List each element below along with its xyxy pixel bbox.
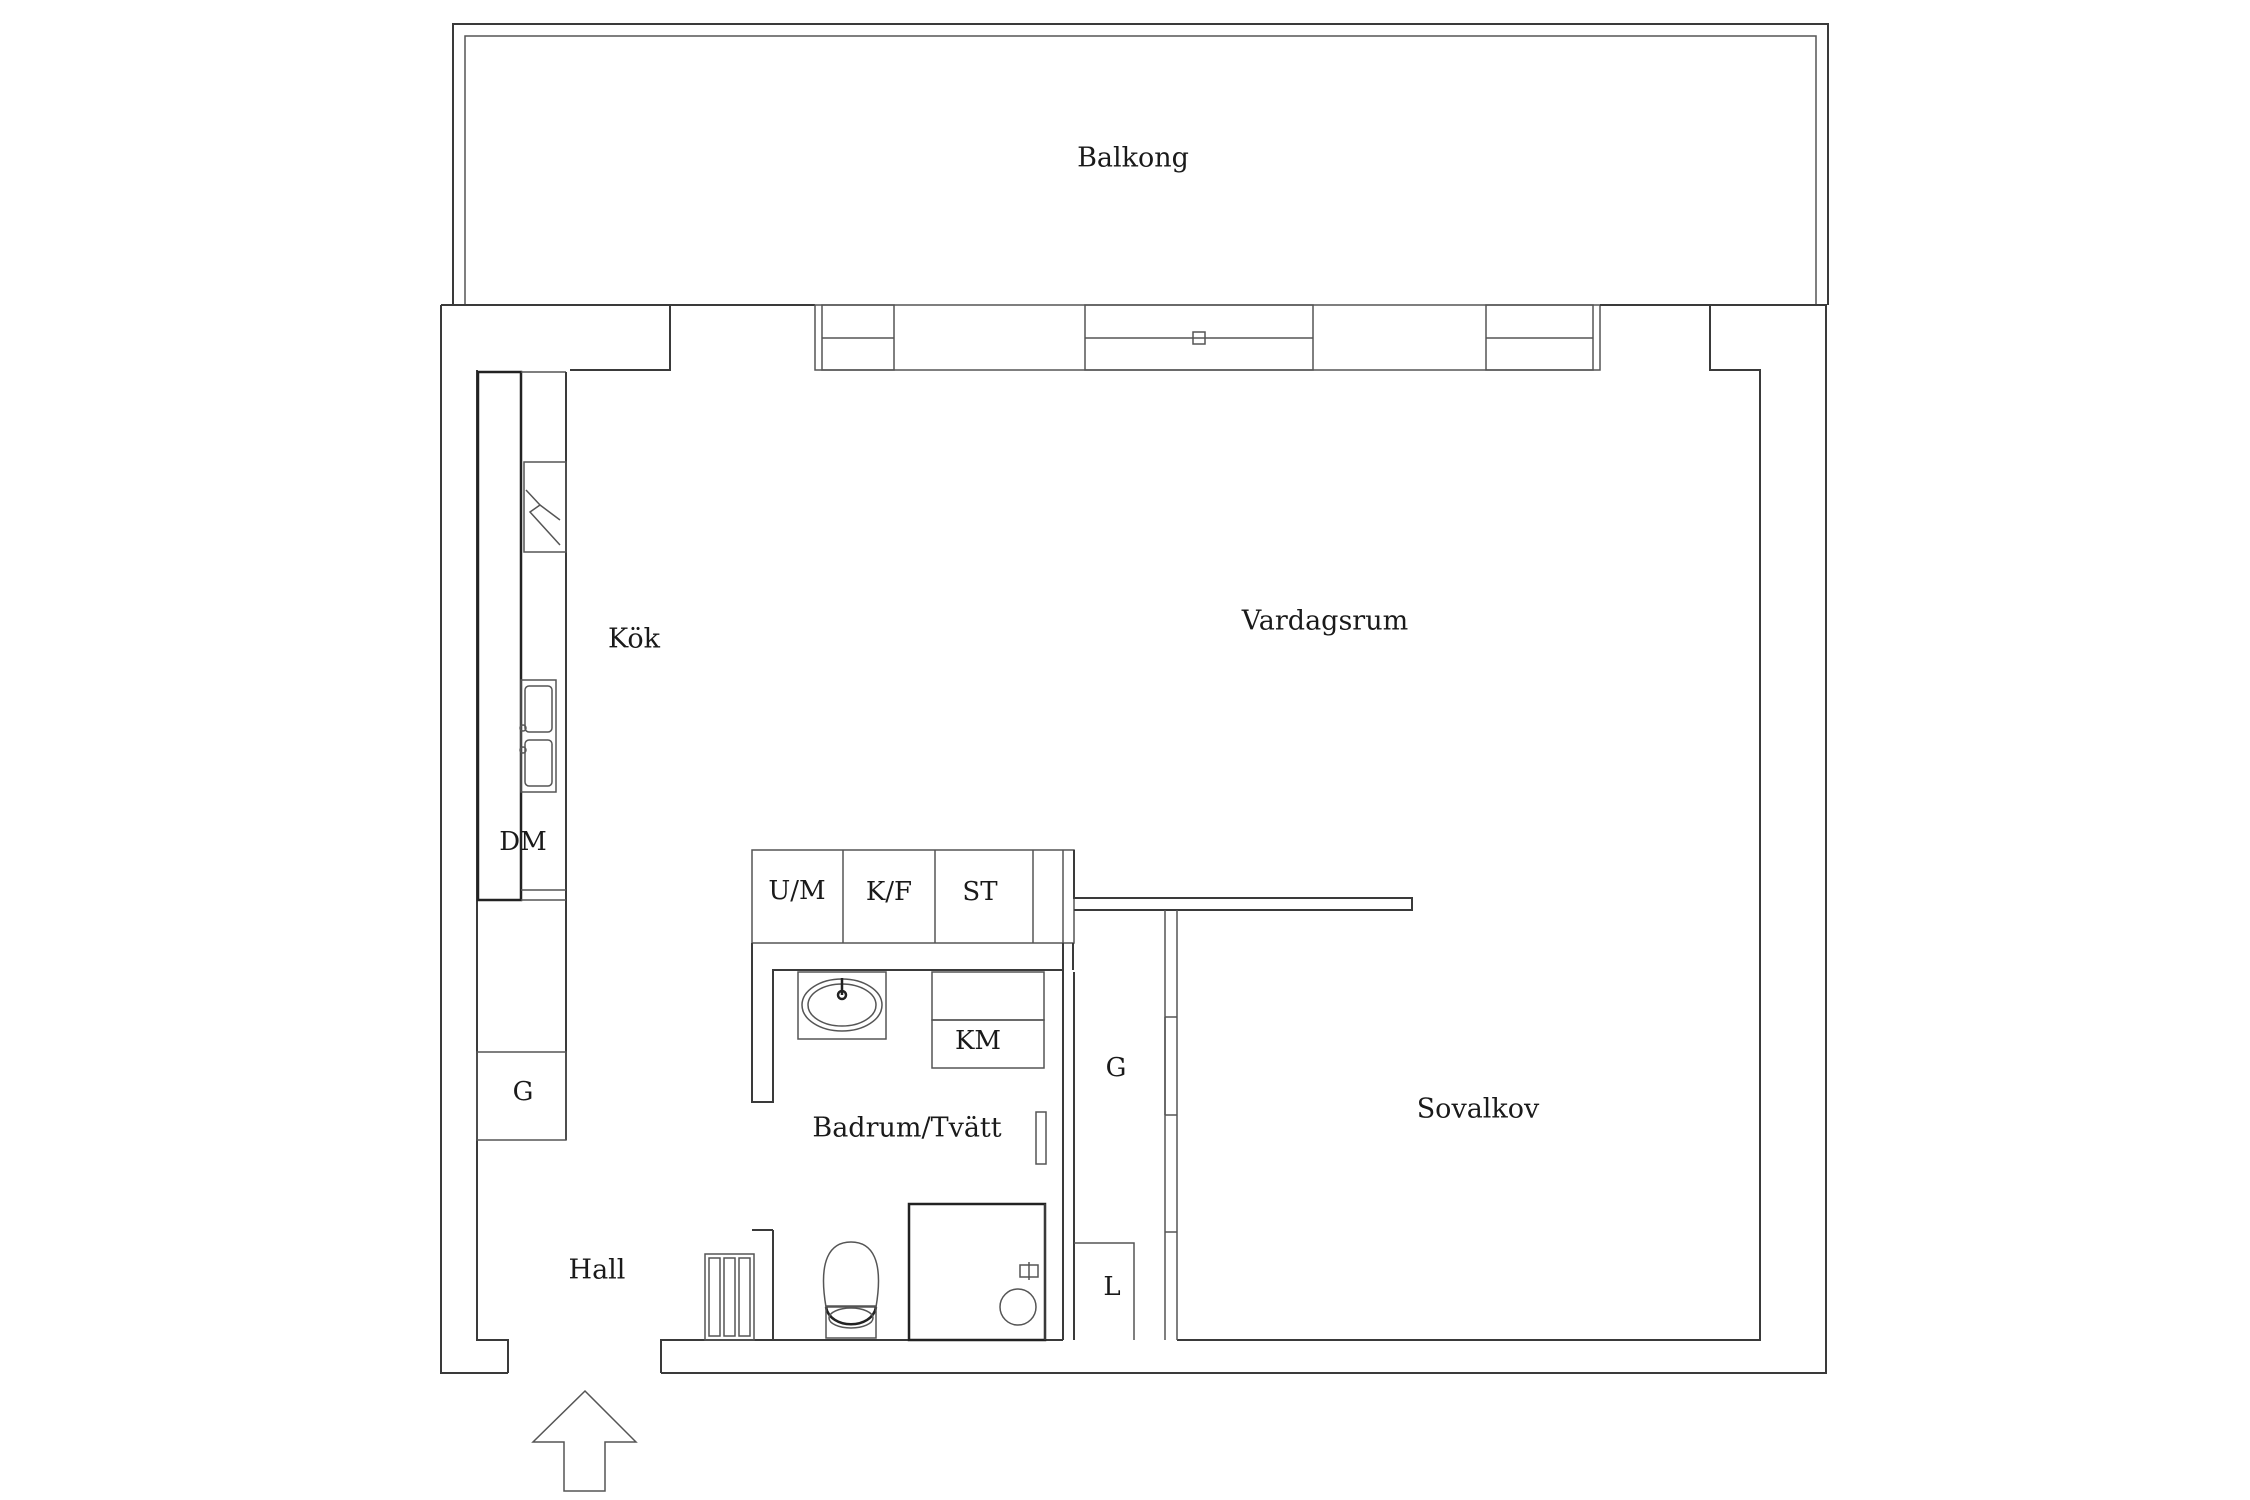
kitchen-sink-icon (519, 679, 557, 793)
fixture-label-km: KM (955, 1026, 1001, 1056)
bathroom-walls (751, 943, 1074, 1341)
toilet-icon (822, 1241, 880, 1339)
outer-walls (440, 304, 1827, 1374)
room-label-badrum: Badrum/Tvätt (812, 1113, 1001, 1144)
entrance-arrow-icon (531, 1389, 638, 1492)
fixture-label-dm: DM (499, 827, 546, 857)
room-label-vardagsrum: Vardagsrum (1241, 606, 1408, 637)
fixture-label-g-alkov: G (1106, 1053, 1127, 1083)
shower-icon (907, 1202, 1047, 1342)
room-label-hall: Hall (569, 1255, 626, 1286)
room-label-sovalkov: Sovalkov (1417, 1094, 1540, 1125)
fixture-label-kf: K/F (866, 877, 912, 907)
storage-row (751, 849, 1413, 944)
balcony (452, 23, 1829, 305)
washer-block (931, 971, 1045, 1069)
window-band (814, 304, 1710, 371)
hall-wardrobe (476, 1051, 567, 1141)
bathroom-sink-icon (797, 971, 887, 1040)
room-label-kok: Kök (608, 624, 661, 655)
room-label-balkong: Balkong (1077, 143, 1189, 174)
fixture-label-l: L (1103, 1272, 1120, 1302)
stove-icon (523, 461, 567, 553)
alcove-closets (1073, 910, 1178, 1340)
fixture-label-um: U/M (768, 876, 825, 906)
hall-radiator-icon (704, 1253, 755, 1341)
radiator-icon (1035, 1111, 1047, 1165)
kitchen-counter (476, 370, 567, 1140)
fixture-label-st: ST (962, 877, 998, 907)
fixture-label-g-hall: G (513, 1077, 534, 1107)
